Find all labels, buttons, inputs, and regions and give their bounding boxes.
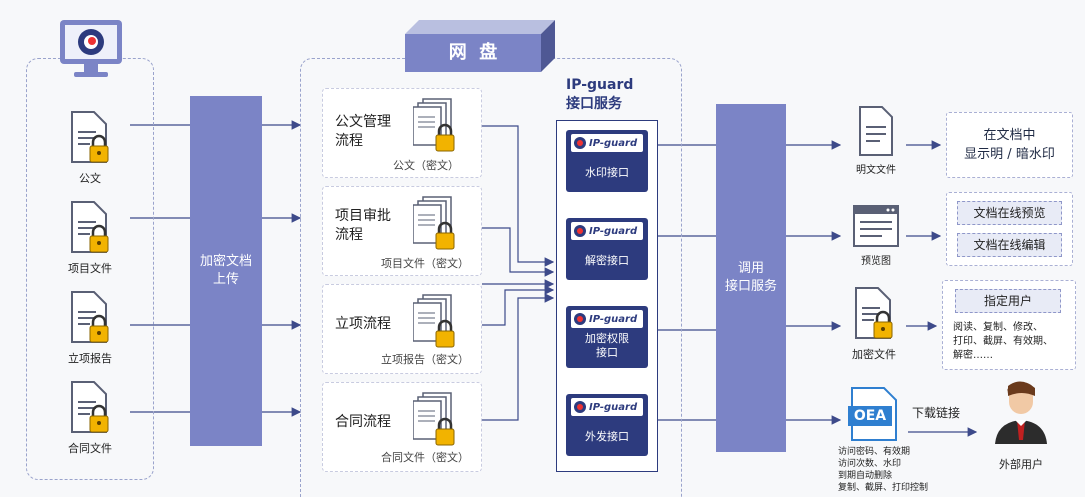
api-label: 加密权限 接口 bbox=[585, 332, 629, 359]
external-user-label: 外部用户 bbox=[999, 458, 1043, 471]
upload-bar: 加密文档 上传 bbox=[190, 96, 262, 446]
ipguard-logo: IP-guard bbox=[571, 222, 643, 240]
plain-file-label: 明文文件 bbox=[856, 165, 896, 176]
locked-stack-icon bbox=[413, 392, 455, 446]
encrypted-file-label: 加密文件 bbox=[852, 348, 896, 361]
api-decrypt[interactable]: IP-guard 解密接口 bbox=[566, 218, 648, 280]
workflow-subtitle: 公文（密文） bbox=[393, 159, 459, 172]
monitor-icon bbox=[58, 18, 124, 82]
workflow-subtitle: 项目文件（密文） bbox=[381, 257, 469, 270]
workflow-panel-3: 立项流程 立项报告（密文） bbox=[322, 284, 482, 374]
watermark-result-text: 在文档中 显示明 / 暗水印 bbox=[964, 128, 1055, 162]
oea-file: OEA bbox=[846, 386, 902, 442]
plain-file: 明文文件 bbox=[846, 105, 906, 176]
api-label: 解密接口 bbox=[585, 254, 629, 267]
call-service-label: 调用 接口服务 bbox=[724, 261, 777, 294]
locked-stack-icon bbox=[413, 294, 455, 348]
api-service-title: IP-guard 接口服务 bbox=[566, 77, 634, 112]
locked-file-icon bbox=[71, 381, 109, 433]
download-link-label: 下载链接 bbox=[912, 406, 961, 420]
api-label: 水印接口 bbox=[585, 166, 629, 179]
source-doc-label: 合同文件 bbox=[68, 442, 112, 455]
permission-box: 指定用户 阅读、复制、修改、 打印、截屏、有效期、 解密…… bbox=[942, 280, 1076, 370]
browser-window-icon bbox=[853, 205, 899, 247]
specified-user-button[interactable]: 指定用户 bbox=[955, 289, 1061, 313]
workflow-panel-2: 项目审批 流程 项目文件（密文） bbox=[322, 186, 482, 276]
file-icon bbox=[859, 106, 893, 156]
api-label: 外发接口 bbox=[585, 430, 629, 443]
api-watermark[interactable]: IP-guard 水印接口 bbox=[566, 130, 648, 192]
source-doc-4: 合同文件 bbox=[60, 380, 120, 455]
online-edit-button[interactable]: 文档在线编辑 bbox=[957, 233, 1062, 257]
locked-file-icon bbox=[71, 201, 109, 253]
watermark-result: 在文档中 显示明 / 暗水印 bbox=[946, 112, 1073, 178]
online-preview-button[interactable]: 文档在线预览 bbox=[957, 201, 1062, 225]
permission-text: 阅读、复制、修改、 打印、截屏、有效期、 解密…… bbox=[953, 322, 1053, 361]
workflow-title: 公文管理 流程 bbox=[335, 114, 391, 149]
preview-image: 预览图 bbox=[846, 204, 906, 267]
netdisk-title-box: 网 盘 bbox=[405, 20, 555, 72]
source-doc-label: 项目文件 bbox=[68, 262, 112, 275]
person-icon bbox=[995, 381, 1047, 444]
call-service-bar: 调用 接口服务 bbox=[716, 104, 786, 452]
ipguard-logo: IP-guard bbox=[571, 134, 643, 152]
source-doc-label: 公文 bbox=[79, 172, 101, 185]
workflow-panel-1: 公文管理 流程 公文（密文） bbox=[322, 88, 482, 178]
workflow-panel-4: 合同流程 合同文件（密文） bbox=[322, 382, 482, 472]
netdisk-title: 网 盘 bbox=[448, 42, 498, 63]
workflow-title: 项目审批 流程 bbox=[335, 208, 391, 243]
workflow-title: 合同流程 bbox=[335, 414, 391, 430]
preview-label: 预览图 bbox=[861, 256, 891, 267]
source-doc-1: 公文 bbox=[60, 110, 120, 185]
oea-description: 访问密码、有效期 访问次数、水印 到期自动删除 复制、截屏、打印控制 bbox=[838, 447, 929, 493]
source-doc-2: 项目文件 bbox=[60, 200, 120, 275]
api-encrypt-permission[interactable]: IP-guard 加密权限 接口 bbox=[566, 306, 648, 368]
locked-file-icon bbox=[71, 291, 109, 343]
oea-text: OEA bbox=[853, 408, 887, 424]
preview-box: 文档在线预览 文档在线编辑 bbox=[946, 192, 1073, 266]
ipguard-logo: IP-guard bbox=[571, 398, 643, 416]
upload-bar-label: 加密文档 上传 bbox=[199, 254, 252, 287]
locked-stack-icon bbox=[413, 196, 455, 250]
api-outbound[interactable]: IP-guard 外发接口 bbox=[566, 394, 648, 456]
ipguard-logo: IP-guard bbox=[571, 310, 643, 328]
locked-stack-icon bbox=[413, 98, 455, 152]
locked-file-icon bbox=[855, 287, 893, 339]
oea-file-icon bbox=[848, 387, 897, 441]
locked-file-icon bbox=[71, 111, 109, 163]
source-doc-label: 立项报告 bbox=[68, 352, 112, 365]
workflow-title: 立项流程 bbox=[335, 316, 391, 332]
encrypted-file: 加密文件 bbox=[842, 286, 906, 362]
external-user: 外部用户 bbox=[988, 380, 1054, 472]
workflow-subtitle: 立项报告（密文） bbox=[381, 353, 469, 366]
source-doc-3: 立项报告 bbox=[60, 290, 120, 365]
workflow-subtitle: 合同文件（密文） bbox=[381, 451, 469, 464]
